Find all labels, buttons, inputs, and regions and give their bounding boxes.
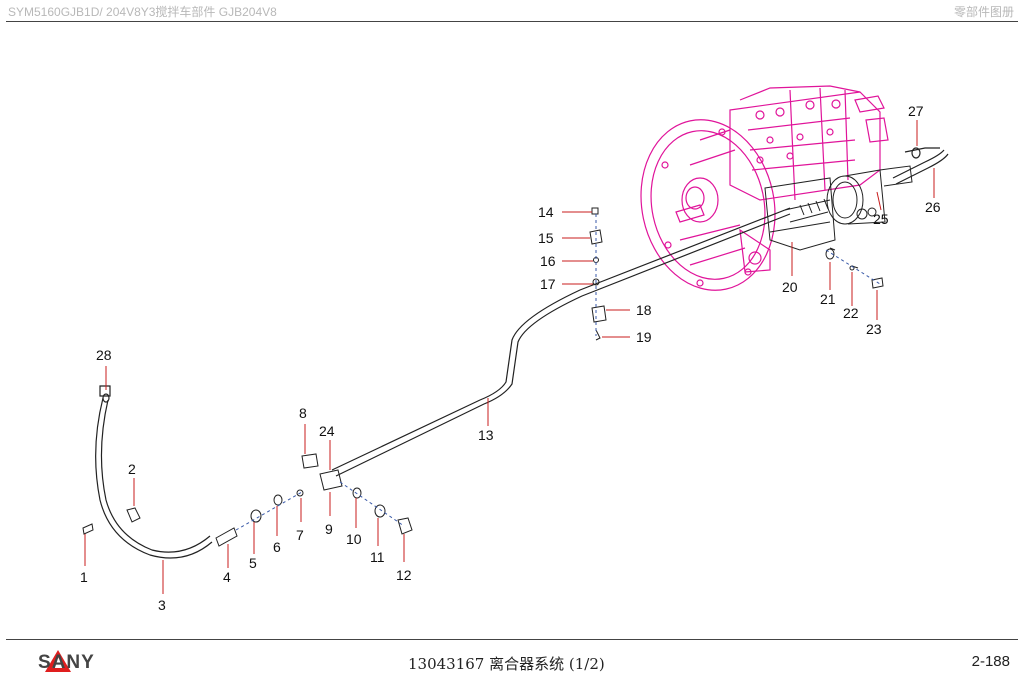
page-title: 13043167 离合器系统 (1/2) [408, 655, 605, 673]
callout-7: 7 [296, 527, 304, 543]
assembly-dashed-axis [235, 249, 881, 531]
callout-16: 16 [540, 253, 556, 269]
callout-21: 21 [820, 291, 836, 307]
document-code: SYM5160GJB1D/ 204V8Y3搅拌车部件 GJB204V8 [8, 5, 277, 19]
callout-10: 10 [346, 531, 362, 547]
callout-1: 1 [80, 569, 88, 585]
sany-logo-icon [45, 650, 71, 672]
callout-15: 15 [538, 230, 554, 246]
callout-4: 4 [223, 569, 231, 585]
callout-6: 6 [273, 539, 281, 555]
footer-divider [6, 639, 1018, 640]
callout-23: 23 [866, 321, 882, 337]
callout-11: 11 [370, 549, 385, 565]
callout-leaders [84, 120, 935, 594]
callout-8: 8 [299, 405, 307, 421]
callout-26: 26 [925, 199, 941, 215]
callout-2: 2 [128, 461, 136, 477]
callout-24: 24 [319, 423, 335, 439]
callout-20: 20 [782, 279, 798, 295]
callout-labels: 1 2 3 4 5 6 7 8 9 10 11 12 13 14 15 16 1… [80, 103, 941, 613]
callout-28: 28 [96, 347, 112, 363]
callout-18: 18 [636, 302, 652, 318]
catalog-title: 零部件图册 [953, 5, 1014, 19]
clutch-hose [892, 147, 949, 185]
small-parts [82, 248, 884, 547]
callout-25: 25 [873, 211, 889, 227]
clutch-hose-3 [95, 385, 213, 559]
callout-5: 5 [249, 555, 257, 571]
callout-9: 9 [325, 521, 333, 537]
brand-name: SANY [38, 652, 95, 673]
callout-12: 12 [396, 567, 412, 583]
callout-19: 19 [636, 329, 652, 345]
bracket-assembly [589, 207, 607, 341]
clutch-booster [764, 165, 913, 269]
page-header: SYM5160GJB1D/ 204V8Y3搅拌车部件 GJB204V8 零部件图… [0, 0, 1024, 20]
header-divider [6, 21, 1018, 22]
callout-13: 13 [478, 427, 494, 443]
transmission-assembly [640, 85, 889, 291]
callout-22: 22 [843, 305, 859, 321]
callout-3: 3 [158, 597, 166, 613]
callout-27: 27 [908, 103, 924, 119]
page-number: 2-188 [971, 653, 1010, 670]
callout-14: 14 [538, 204, 554, 220]
clutch-pipe-13 [331, 207, 791, 477]
callout-17: 17 [540, 276, 556, 292]
